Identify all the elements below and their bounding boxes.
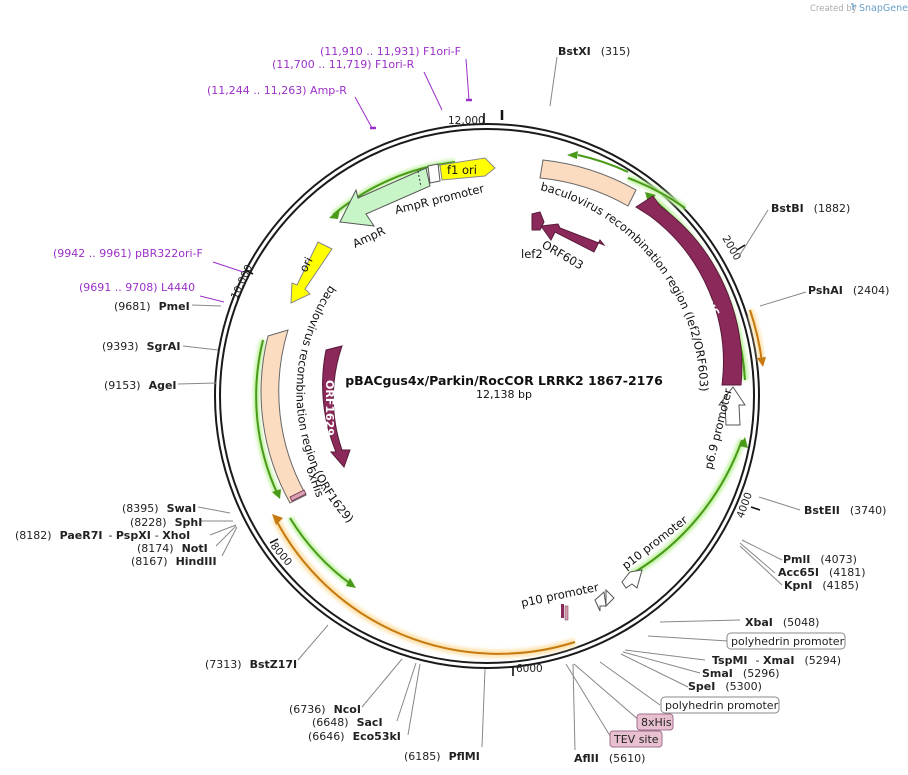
site-noti: (8174)NotI <box>137 542 208 555</box>
polyhedrin-promoter-box-1 <box>726 632 846 650</box>
tev-site-box <box>609 730 663 748</box>
tick-6000: 6000 <box>516 663 543 675</box>
primer-f1ori-f: (11,910 .. 11,931) F1ori-F <box>320 45 461 58</box>
primer-f1ori-r: (11,700 .. 11,719) F1ori-R <box>272 58 415 71</box>
his8-box <box>636 713 674 731</box>
site-sphi: (8228)SphI <box>130 516 202 529</box>
gus-feature: GUS <box>635 195 743 386</box>
site-pflmi: (6185)PflMI <box>404 750 480 763</box>
ampr-label: AmpR <box>350 224 387 251</box>
site-sgrai: (9393)SgrAI <box>102 340 180 353</box>
p10-promoter-a-feature: p10 promoter <box>619 513 690 589</box>
ori-feature: ori <box>290 241 333 304</box>
orf603-feature: ORF603 <box>540 223 606 272</box>
site-tspmi: TspMI- XmaI(5294) <box>712 654 841 667</box>
lef2-label: lef2 <box>521 247 543 261</box>
tick-12000: 12,000 <box>448 115 485 127</box>
tev-site-label: TEV site <box>613 733 659 746</box>
bac-rec-left-feature <box>260 329 307 504</box>
site-leader-lines <box>177 56 807 751</box>
orange-arrows <box>271 308 766 658</box>
site-ncoi: (6736)NcoI <box>289 703 361 716</box>
his8-label: 8xHis <box>641 716 672 729</box>
site-agei: (9153)AgeI <box>104 379 177 392</box>
mcs-marks <box>561 604 569 621</box>
tick-4000: 4000 <box>735 491 755 520</box>
orf1629-label: ORF1629 <box>323 380 336 436</box>
backbone-inner <box>219 128 755 664</box>
ori-label: ori <box>296 255 315 275</box>
site-pshai: PshAI(2404) <box>808 284 889 297</box>
p10-promoter-a-label: p10 promoter <box>619 513 690 573</box>
polyhedrin-promoter-label-2: polyhedrin promoter <box>665 699 779 712</box>
site-bstxi: BstXI(315) <box>558 45 630 58</box>
p10-promoter-b-label: p10 promoter <box>520 580 600 610</box>
his6-feature <box>289 489 307 502</box>
plasmid-name: pBACgus4x/Parkin/RocCOR LRRK2 1867-2176 <box>345 373 663 388</box>
orf1629-feature: ORF1629 <box>322 345 351 468</box>
site-saci: (6648)SacI <box>312 716 383 729</box>
snapgene-brand: SnapGene <box>859 3 908 14</box>
site-xbai: XbaI(5048) <box>745 616 819 629</box>
site-pmei: (9681)PmeI <box>114 300 190 313</box>
site-acc65i: Acc65I(4181) <box>778 566 866 579</box>
primer-l4440: (9691 .. 9708) L4440 <box>79 281 195 294</box>
site-bstz17i: (7313)BstZ17I <box>205 658 297 671</box>
tick-marks <box>244 113 761 676</box>
primer-leader-lines <box>199 58 472 303</box>
site-aflii: AflII(5610) <box>574 752 645 765</box>
lef2-feature: lef2 <box>521 211 545 261</box>
primer-amp-r: (11,244 .. 11,263) Amp-R <box>207 84 347 97</box>
p69-promoter-label: p6.9 promoter <box>701 387 735 471</box>
polyhedrin-promoter-label-1: polyhedrin promoter <box>731 635 845 648</box>
backbone-outer <box>214 123 760 669</box>
site-bstbi: BstBI(1882) <box>771 202 850 215</box>
primer-pbr322ori-f: (9942 .. 9961) pBR322ori-F <box>53 247 203 260</box>
snapgene-logo-icon <box>851 3 857 10</box>
site-pmli: PmlI(4073) <box>783 553 857 566</box>
f1-ori-feature: f1 ori <box>439 157 496 181</box>
polyhedrin-promoter-box-2 <box>660 696 780 714</box>
site-kpni: KpnI(4185) <box>784 579 859 592</box>
f1-ori-label: f1 ori <box>447 163 477 177</box>
bac-rec-right-feature <box>539 159 637 207</box>
site-swai: (8395)SwaI <box>122 502 196 515</box>
site-paer7i: (8182)PaeR7I- PspXI- XhoI <box>15 529 190 542</box>
box-leader-lines <box>565 635 729 740</box>
plasmid-size: 12,138 bp <box>476 388 532 401</box>
site-hindiii: (8167)HindIII <box>131 555 217 568</box>
site-spei: SpeI(5300) <box>688 680 762 693</box>
created-by-text: Created by <box>810 4 857 14</box>
site-eco53ki: (6646)Eco53kI <box>308 730 401 743</box>
site-smai: SmaI(5296) <box>702 667 779 680</box>
site-bsteii: BstEII(3740) <box>804 504 886 517</box>
